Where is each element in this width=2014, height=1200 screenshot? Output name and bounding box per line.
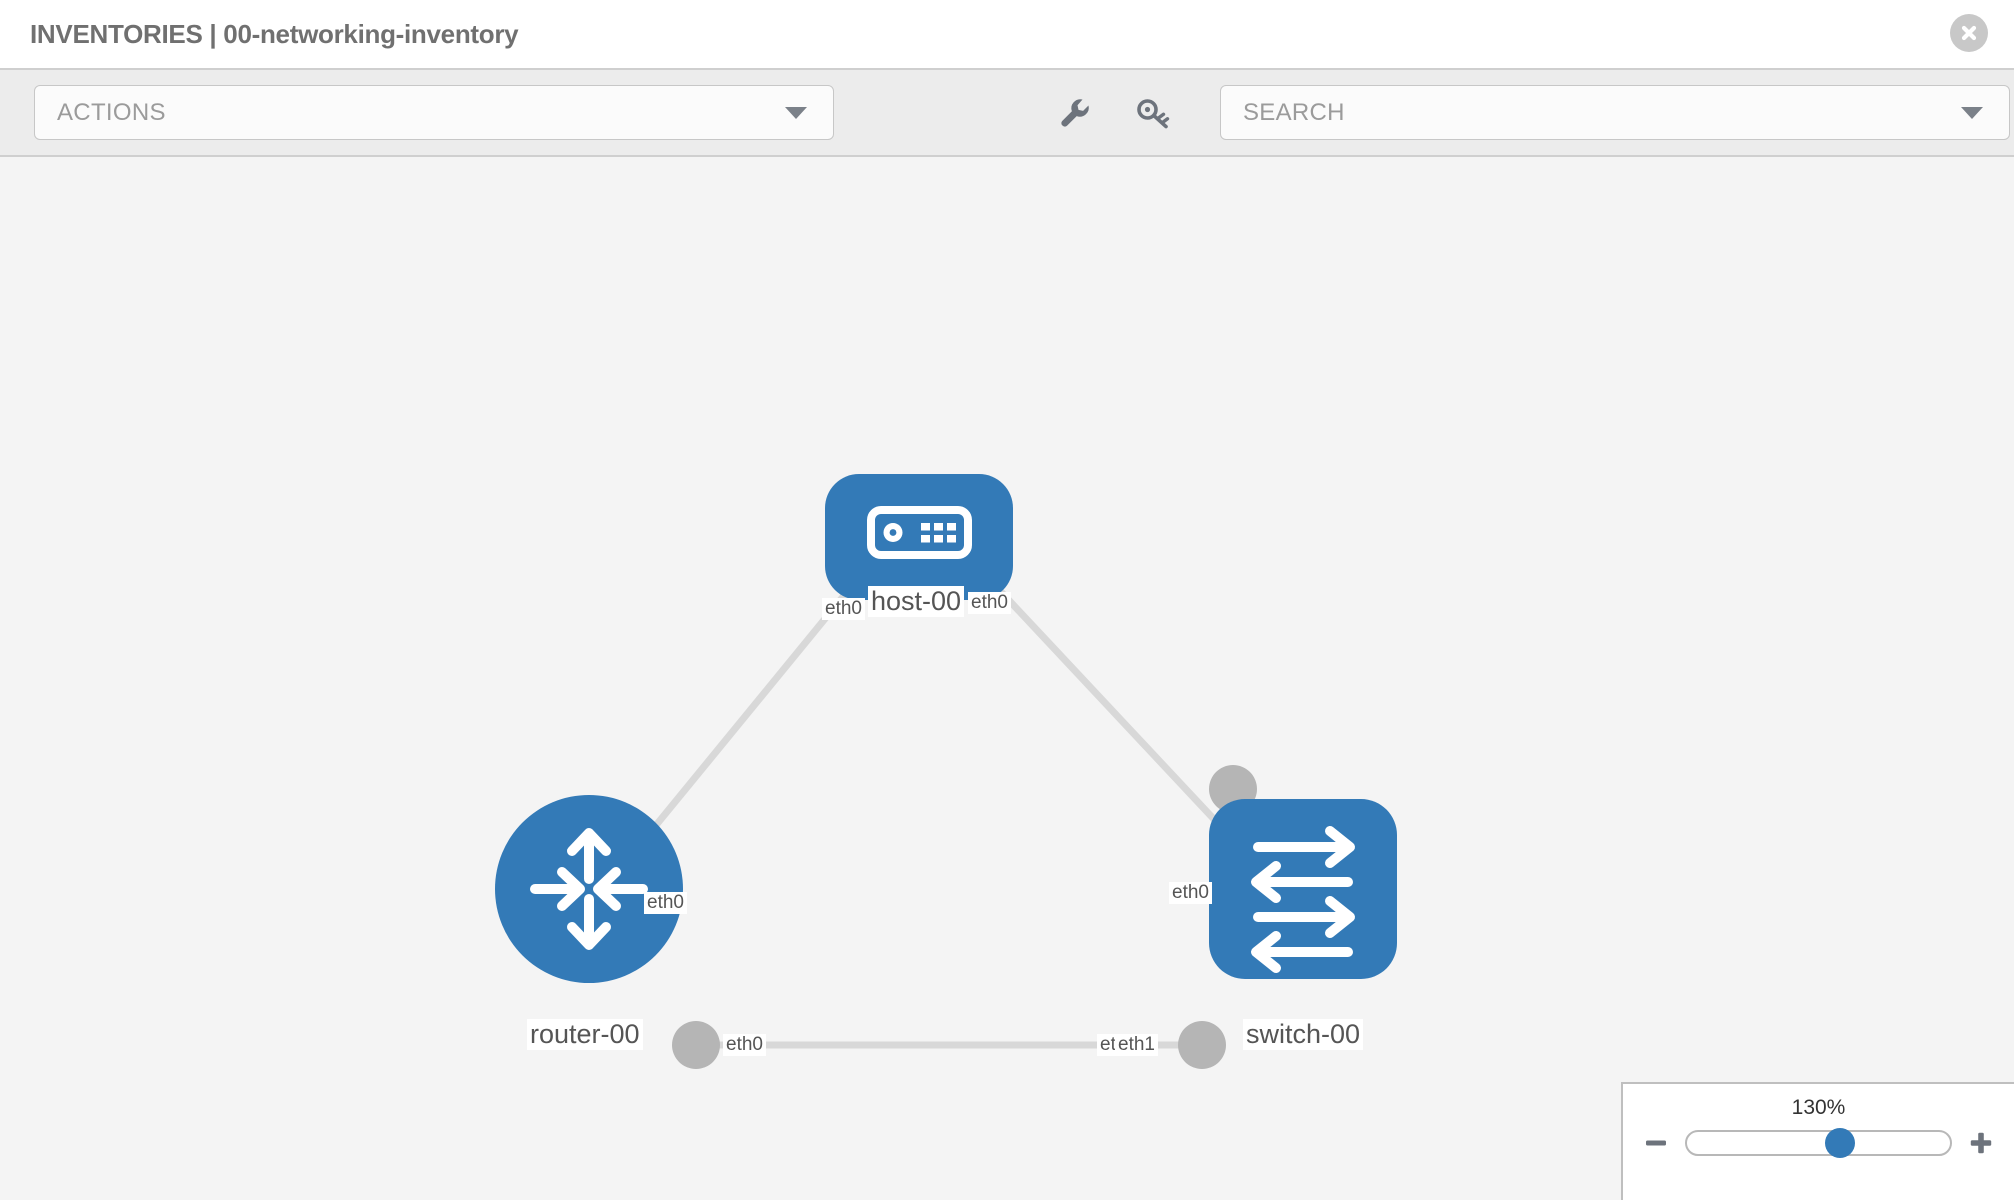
zoom-level-label: 130% xyxy=(1791,1096,1846,1119)
iface-label-router00-eth0-uplink: eth0 xyxy=(644,892,687,914)
node-router-00[interactable] xyxy=(495,795,683,983)
chevron-down-icon xyxy=(785,106,807,119)
search-input[interactable]: SEARCH xyxy=(1220,85,2010,140)
close-icon[interactable] xyxy=(1950,14,1988,52)
actions-dropdown[interactable]: ACTIONS xyxy=(34,85,834,140)
toolbar-icon-group xyxy=(1054,92,1174,134)
connector-router00-eth0[interactable] xyxy=(672,1021,720,1069)
node-switch-00[interactable] xyxy=(1209,799,1397,979)
toolbar: ACTIONS SEARCH xyxy=(0,68,2014,157)
router-arrows-icon xyxy=(530,828,648,950)
zoom-slider-thumb[interactable] xyxy=(1824,1128,1855,1158)
chevron-down-icon[interactable] xyxy=(1961,106,1983,119)
topology-canvas[interactable]: host-00 router-00 switch-00 eth0 eth0 et… xyxy=(0,157,2014,1200)
switch-arrows-icon xyxy=(1251,826,1355,973)
wrench-icon[interactable] xyxy=(1054,92,1096,134)
page-header: INVENTORIES | 00-networking-inventory xyxy=(0,0,2014,68)
iface-label-host00-eth0-left: eth0 xyxy=(822,598,865,620)
iface-label-switch00-eth1: eth1 xyxy=(1115,1034,1158,1056)
iface-label-switch00-eth0-uplink: eth0 xyxy=(1169,882,1212,904)
iface-label-host00-eth0-right: eth0 xyxy=(968,592,1011,614)
key-icon[interactable] xyxy=(1132,92,1174,134)
zoom-slider-row xyxy=(1623,1128,2014,1158)
connector-switch00-eth1[interactable] xyxy=(1178,1021,1226,1069)
plus-icon[interactable] xyxy=(1968,1130,1994,1156)
node-label-switch-00: switch-00 xyxy=(1243,1019,1364,1050)
topology-graph xyxy=(495,474,1397,1069)
minus-icon[interactable] xyxy=(1643,1130,1669,1156)
zoom-control-panel: 130% xyxy=(1621,1082,2014,1200)
server-icon xyxy=(867,506,972,559)
page-title: INVENTORIES | 00-networking-inventory xyxy=(30,18,519,49)
zoom-slider[interactable] xyxy=(1685,1128,1952,1158)
search-placeholder-label: SEARCH xyxy=(1243,98,1345,126)
node-label-router-00: router-00 xyxy=(527,1019,643,1050)
iface-label-router00-eth0: eth0 xyxy=(723,1034,766,1056)
node-label-host-00: host-00 xyxy=(868,586,965,617)
node-host-00[interactable] xyxy=(825,474,1013,600)
actions-dropdown-label: ACTIONS xyxy=(57,98,166,126)
